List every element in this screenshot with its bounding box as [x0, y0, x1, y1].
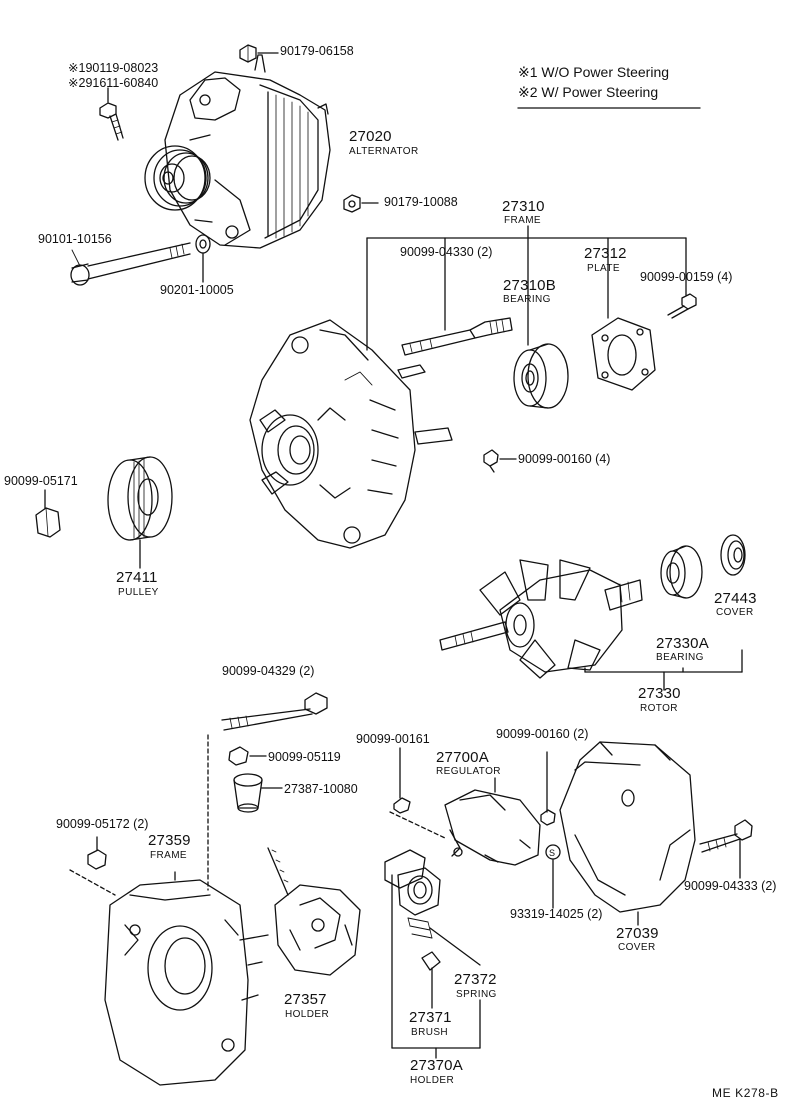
plate-screw-drawing [667, 293, 697, 319]
bolt-option-2-mark: ※2 [68, 76, 86, 90]
label-bolt-frame: 90099-04330 (2) [400, 245, 493, 259]
cover-bolt-drawing [699, 819, 753, 879]
label-rear-cover-number: 27039 [616, 925, 659, 942]
label-frame-front-number: 27310 [502, 198, 545, 215]
label-screw-frame: 90099-00160 (4) [518, 452, 611, 466]
label-rect-holder-name: HOLDER [285, 1009, 330, 1020]
label-rect-holder-number: 27357 [284, 991, 327, 1008]
insulator-drawing [233, 773, 283, 813]
label-washer-reg: 93319-14025 (2) [510, 907, 603, 921]
label-spring-number: 27372 [454, 971, 497, 988]
label-bearing-front-name: BEARING [503, 294, 551, 305]
rear-bolt-drawing [207, 692, 328, 891]
label-screw-plate: 90099-00159 (4) [640, 270, 733, 284]
rotor-drawing [439, 559, 643, 679]
label-rotor-number: 27330 [638, 685, 681, 702]
long-bolt-drawing [70, 234, 211, 286]
label-brush-holder-number: 27370A [410, 1057, 463, 1074]
legend-item-1-text: W/O Power Steering [541, 64, 670, 80]
legend-item-1-mark: ※1 [518, 64, 538, 80]
rotor-cover-drawing [720, 534, 746, 576]
rotor-leader-lines [584, 649, 743, 691]
label-brush-name: BRUSH [411, 1027, 449, 1038]
bolt-option-1-part: 90119-08023 [85, 61, 159, 75]
label-bearing-rear-name: BEARING [656, 652, 704, 663]
label-rotor-cover-number: 27443 [714, 590, 757, 607]
label-spring-name: SPRING [456, 989, 497, 1000]
regulator-screw-drawing [389, 747, 446, 839]
label-pulley-name: PULLEY [118, 587, 159, 598]
label-frame-rear-number: 27359 [148, 832, 191, 849]
label-rotor-name: ROTOR [640, 703, 678, 714]
rear-frame-nut-drawing [69, 836, 116, 896]
bolt-option-2: ※291611-60840 [68, 76, 158, 90]
frame-bolt-drawing [401, 317, 513, 356]
label-alternator-name: ALTERNATOR [349, 146, 419, 157]
label-nut-frame-rear: 90099-05172 (2) [56, 817, 149, 831]
label-bolt-rear: 90099-04329 (2) [222, 664, 315, 678]
bolt-option-1-mark: ※1 [68, 61, 86, 75]
diagram-code: ME K278-B [712, 1086, 779, 1100]
label-pulley-nut: 90099-05171 [4, 474, 78, 488]
brush-holder-leader-lines [391, 874, 481, 1059]
plate-drawing [591, 317, 656, 391]
label-bolt-cover: 90099-04333 (2) [684, 879, 777, 893]
label-screw-reg: 90099-00161 [356, 732, 430, 746]
label-alternator-number: 27020 [349, 128, 392, 145]
bolt-option-1: ※190119-08023 [68, 61, 158, 75]
label-frame-rear-name: FRAME [150, 850, 187, 861]
nut-top-drawing [239, 44, 279, 63]
label-regulator-name: REGULATOR [436, 766, 501, 777]
label-pulley-number: 27411 [116, 569, 158, 586]
label-screw-cover: 90099-00160 (2) [496, 727, 589, 741]
label-washer: 90201-10005 [160, 283, 234, 297]
regulator-washer-drawing: S [545, 844, 561, 909]
label-regulator-number: 27700A [436, 749, 489, 766]
label-nut-mid: 90179-10088 [384, 195, 458, 209]
label-insulator: 27387-10080 [284, 782, 358, 796]
label-plate-name: PLATE [587, 263, 620, 274]
pulley-nut-drawing [35, 489, 61, 538]
rear-bearing-drawing [660, 545, 703, 599]
label-plate-number: 27312 [584, 245, 627, 262]
label-frame-front-name: FRAME [504, 215, 541, 226]
pulley-drawing [107, 456, 173, 569]
legend-item-1: ※1 W/O Power Steering [518, 64, 669, 80]
frame-screw-drawing [483, 449, 517, 473]
legend-item-2-text: W/ Power Steering [541, 84, 659, 100]
label-bearing-front-number: 27310B [503, 277, 556, 294]
rect-holder-drawing [267, 847, 361, 976]
frame-leader-lines [366, 225, 687, 351]
rear-cover-drawing [559, 741, 696, 926]
bolt-option-2-part: 91611-60840 [85, 76, 159, 90]
label-nut-top: 90179-06158 [280, 44, 354, 58]
svg-text:S: S [549, 848, 555, 858]
brush-holder-drawing [384, 849, 441, 971]
label-rear-cover-name: COVER [618, 942, 656, 953]
alternator-assembly-drawing [144, 54, 331, 249]
label-brush-holder-name: HOLDER [410, 1075, 455, 1086]
label-bolt-long: 90101-10156 [38, 232, 112, 246]
front-frame-housing-drawing [249, 319, 453, 549]
label-nut-small: 90099-05119 [268, 750, 341, 764]
label-brush-number: 27371 [409, 1009, 452, 1026]
label-rotor-cover-name: COVER [716, 607, 754, 618]
legend-item-2-mark: ※2 [518, 84, 538, 100]
rear-frame-housing-drawing [104, 871, 269, 1086]
front-bearing-drawing [513, 343, 569, 409]
bolt-options-drawing [99, 87, 124, 141]
nut-mid-drawing [343, 194, 379, 213]
label-bearing-rear-number: 27330A [656, 635, 709, 652]
cover-screw-drawing [540, 751, 556, 826]
legend-item-2: ※2 W/ Power Steering [518, 84, 658, 100]
regulator-drawing [444, 777, 541, 866]
small-nut-drawing [228, 746, 267, 766]
